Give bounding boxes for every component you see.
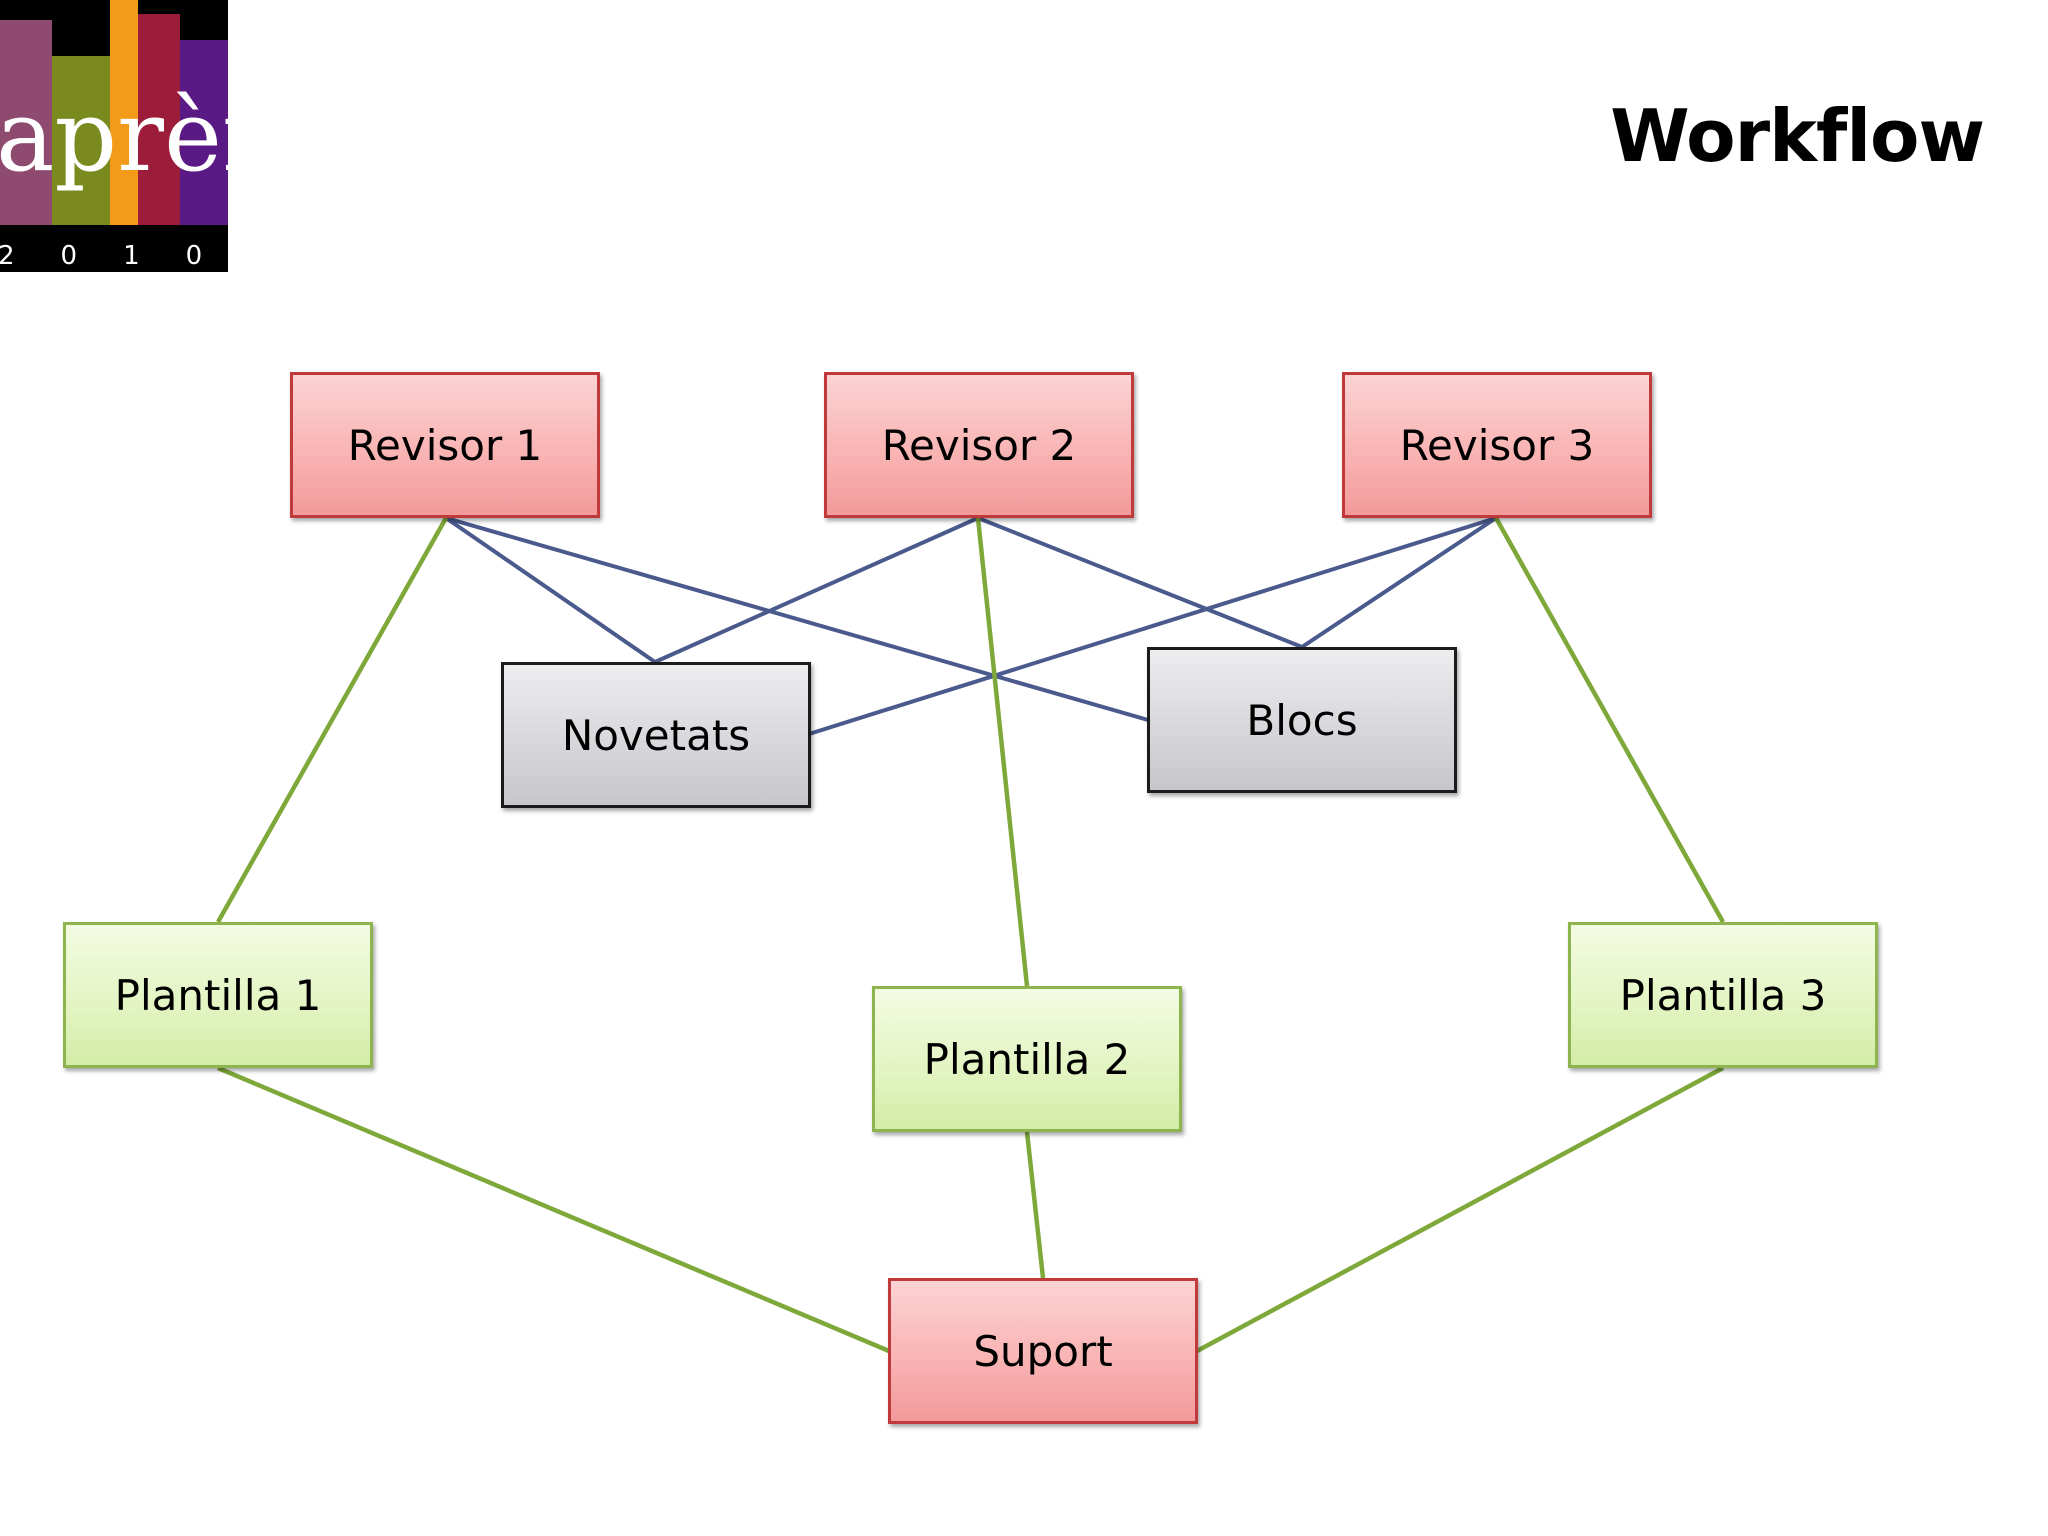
node-blocs: Blocs — [1147, 647, 1457, 793]
link-revisor3-blocs — [1300, 516, 1498, 649]
node-label: Revisor 3 — [1399, 420, 1595, 470]
blue-connectors — [444, 516, 1498, 736]
node-label: Blocs — [1246, 695, 1358, 745]
node-suport: Suport — [888, 1278, 1198, 1424]
node-revisor-3: Revisor 3 — [1342, 372, 1652, 518]
svg-text:2010: 2010 — [0, 241, 228, 271]
link-revisor3-plantilla3 — [1494, 516, 1725, 924]
link-revisor3-novetats — [808, 516, 1497, 736]
link-plantilla2-suport — [1024, 1131, 1046, 1279]
link-plantilla1-suport — [217, 1065, 890, 1354]
node-revisor-1: Revisor 1 — [290, 372, 600, 518]
link-revisor1-plantilla1 — [216, 516, 448, 924]
apren-2010-logo: aprèn 2010 — [0, 0, 228, 272]
node-revisor-2: Revisor 2 — [824, 372, 1134, 518]
node-label: Suport — [973, 1326, 1113, 1376]
node-label: Plantilla 2 — [923, 1034, 1131, 1084]
node-plantilla-1: Plantilla 1 — [63, 922, 373, 1068]
node-label: Revisor 1 — [347, 420, 543, 470]
node-plantilla-3: Plantilla 3 — [1568, 922, 1878, 1068]
link-plantilla3-suport — [1195, 1066, 1725, 1353]
node-novetats: Novetats — [501, 662, 811, 808]
node-label: Plantilla 1 — [114, 970, 322, 1020]
node-plantilla-2: Plantilla 2 — [872, 986, 1182, 1132]
node-label: Revisor 2 — [881, 420, 1077, 470]
node-label: Plantilla 3 — [1619, 970, 1827, 1020]
link-revisor1-novetats — [444, 516, 657, 664]
link-revisor2-novetats — [654, 516, 979, 664]
green-connectors — [216, 516, 1725, 1354]
link-revisor1-blocs — [445, 516, 1149, 722]
link-revisor2-plantilla2 — [975, 517, 1030, 987]
slide-title: Workflow — [1610, 94, 1985, 178]
node-label: Novetats — [561, 710, 751, 760]
svg-text:aprèn: aprèn — [0, 80, 228, 194]
link-revisor2-blocs — [977, 516, 1303, 649]
